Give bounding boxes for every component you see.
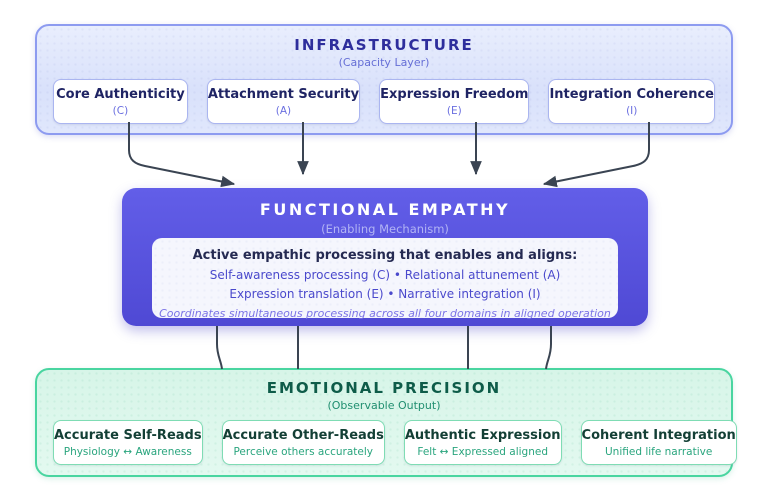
card-title: Attachment Security [207,86,360,102]
panel-heading: Active empathic processing that enables … [192,248,578,263]
card-title: Coherent Integration [581,427,736,443]
card-accurate-self-reads: Accurate Self-Reads Physiology ↔ Awarene… [53,420,203,465]
link-empathy-to-precision-1 [216,326,223,370]
emotional-precision-title: EMOTIONAL PRECISION [266,379,502,397]
infrastructure-layer: INFRASTRUCTURE (Capacity Layer) Core Aut… [35,24,733,135]
emotional-precision-subtitle: (Observable Output) [327,399,441,412]
card-subtitle: Perceive others accurately [233,445,373,458]
card-title: Integration Coherence [549,86,714,102]
card-subtitle: Felt ↔ Expressed aligned [417,445,548,458]
infrastructure-title: INFRASTRUCTURE [294,36,474,54]
card-integration-coherence: Integration Coherence (I) [548,79,715,124]
card-coherent-integration: Coherent Integration Unified life narrat… [580,420,737,465]
functional-empathy-subtitle: (Enabling Mechanism) [321,222,449,236]
card-code: (A) [275,104,292,117]
card-title: Expression Freedom [380,86,529,102]
card-title: Core Authenticity [56,86,185,102]
panel-line-2: Expression translation (E) • Narrative i… [229,287,541,301]
infrastructure-card-row: Core Authenticity (C) Attachment Securit… [53,79,715,124]
functional-empathy-title: FUNCTIONAL EMPATHY [259,200,511,219]
panel-line-1: Self-awareness processing (C) • Relation… [209,268,561,282]
card-accurate-other-reads: Accurate Other-Reads Perceive others acc… [221,420,385,465]
card-subtitle: Physiology ↔ Awareness [63,445,192,458]
infrastructure-subtitle: (Capacity Layer) [338,56,430,69]
link-empathy-to-precision-4 [545,326,552,370]
card-attachment-security: Attachment Security (A) [206,79,361,124]
card-title: Authentic Expression [404,427,561,443]
card-core-authenticity: Core Authenticity (C) [53,79,188,124]
emotional-precision-layer: EMOTIONAL PRECISION (Observable Output) … [35,368,737,477]
emotional-precision-card-row: Accurate Self-Reads Physiology ↔ Awarene… [53,420,737,465]
card-title: Accurate Other-Reads [222,427,384,443]
card-code: (I) [626,104,638,117]
functional-empathy-node: FUNCTIONAL EMPATHY (Enabling Mechanism) … [122,188,648,326]
card-authentic-expression: Authentic Expression Felt ↔ Expressed al… [403,420,562,465]
card-code: (C) [112,104,129,117]
card-code: (E) [446,104,462,117]
card-title: Accurate Self-Reads [54,427,202,443]
panel-note: Coordinates simultaneous processing acro… [159,307,611,320]
empathy-processing-panel: Active empathic processing that enables … [152,238,618,320]
card-subtitle: Unified life narrative [604,445,713,458]
card-expression-freedom: Expression Freedom (E) [379,79,530,124]
